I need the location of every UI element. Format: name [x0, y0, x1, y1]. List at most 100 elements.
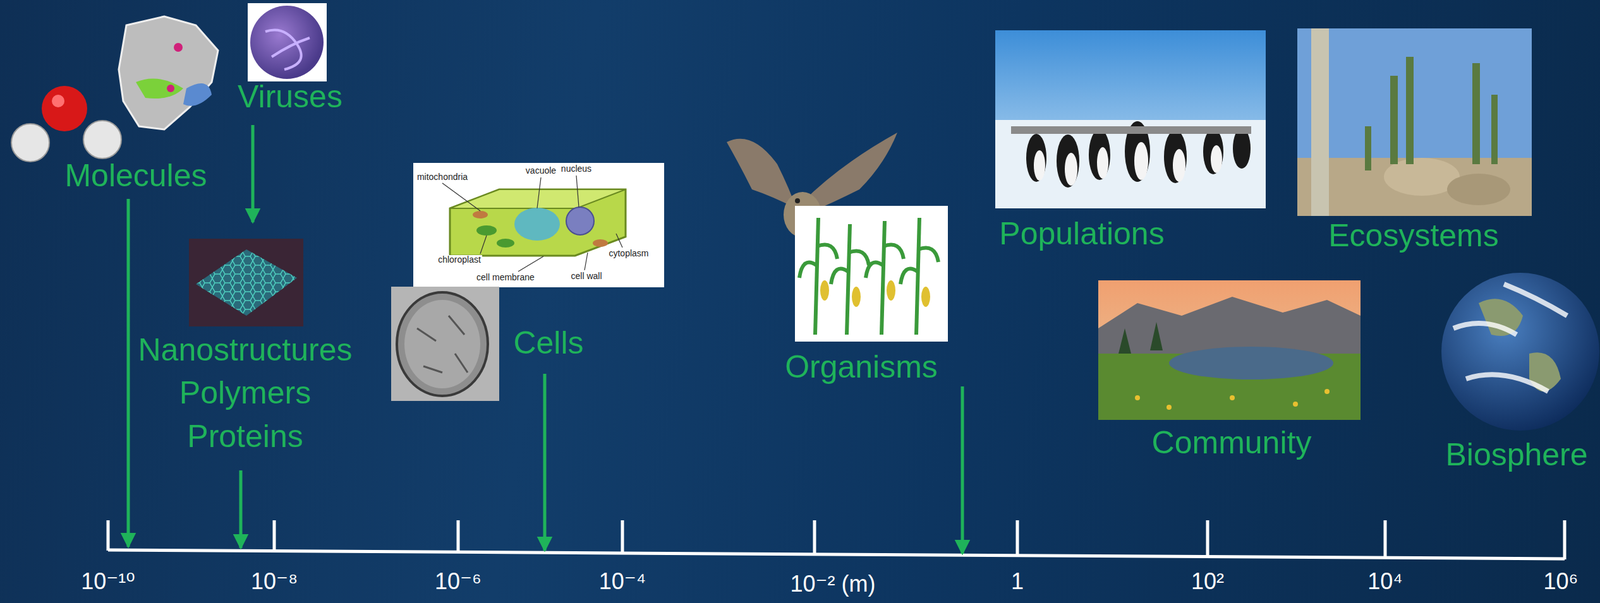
plant-cell-diagram-part — [592, 239, 608, 248]
scale-level: Populations — [999, 216, 1164, 252]
cell-micrograph — [391, 286, 500, 402]
nanostructure-image-part — [195, 249, 297, 316]
tick-label: 10⁻⁴ — [599, 569, 647, 595]
earth-image-part — [1441, 272, 1600, 431]
corn-image-part — [794, 206, 948, 342]
plant-cell-diagram-part — [472, 211, 488, 219]
corn-image-part-part — [886, 280, 896, 301]
lake-photo-part-part — [1134, 395, 1140, 401]
cell-micrograph-part — [396, 292, 488, 397]
corn-image-part-part — [799, 262, 817, 279]
lake-photo-part — [1134, 389, 1330, 411]
virus-image-part — [250, 5, 324, 79]
desert-photo-part-part — [1364, 126, 1372, 171]
corn-image-part-part — [846, 224, 850, 335]
corn-image-part-part — [865, 262, 883, 279]
plant-cell-diagram-part-part — [584, 252, 588, 271]
corn-image-part-part — [820, 280, 830, 301]
desert-photo-part-part — [1406, 56, 1414, 165]
scale-level: Community — [1151, 425, 1312, 461]
penguin-photo-part-part — [1026, 133, 1047, 182]
desert-photo-part — [1297, 157, 1532, 217]
tick-label: 1 — [1011, 569, 1024, 595]
plant-cell-diagram-part-part — [616, 233, 623, 248]
corn-image-part-part — [883, 245, 904, 260]
protein-structure-part — [183, 83, 212, 107]
plant-cell-diagram-part-part — [442, 183, 481, 212]
plant-cell-diagram-part — [514, 207, 560, 241]
corn-image-part-part — [851, 286, 861, 308]
corn-image-part-part — [848, 251, 869, 267]
desert-photo-part-part — [1390, 75, 1398, 165]
penguin-photo-part — [995, 120, 1266, 209]
corn-image-part-part — [900, 269, 918, 285]
lake-photo-part-part — [1118, 328, 1132, 354]
penguin-photo-part-part — [1033, 150, 1046, 181]
penguin-photo-part — [1033, 142, 1223, 186]
nanostructure-image — [188, 238, 304, 327]
cell-part-label: cytoplasm — [607, 248, 650, 259]
penguin-photo-part-part — [1096, 147, 1109, 179]
scale-arrow-part — [127, 199, 131, 548]
scale-arrow — [128, 125, 963, 555]
scale-arrow-part — [239, 470, 243, 549]
corn-image-part-part — [918, 248, 939, 263]
penguin-photo-part-part — [1011, 126, 1252, 134]
cell-part-label: chloroplast — [436, 255, 483, 265]
water-molecule-part — [41, 85, 88, 132]
plant-cell-diagram — [413, 163, 665, 288]
lake-photo-part-part — [1150, 322, 1163, 351]
nanostructure-image-part — [195, 249, 297, 316]
scale-axis-part — [108, 520, 1565, 560]
earth-image — [1441, 272, 1600, 431]
scale-arrow-part — [251, 125, 255, 223]
scale-level: Ecosystems — [1328, 218, 1499, 254]
scale-level: Viruses — [237, 79, 343, 115]
scale-level: Polymers — [179, 375, 311, 411]
penguin-photo-part-part — [1064, 152, 1078, 186]
corn-image-part — [820, 280, 931, 308]
lake-photo-part — [1169, 346, 1334, 380]
penguin-photo-part-part — [1056, 134, 1080, 188]
desert-photo-part-part — [1472, 63, 1480, 165]
cell-part-label: vacuole — [524, 166, 558, 176]
cell-part-label: nucleus — [559, 164, 593, 174]
cell-micrograph-part — [391, 286, 500, 402]
cell-part-label: mitochondria — [415, 172, 469, 182]
protein-structure-part — [118, 16, 219, 130]
plant-cell-diagram-part-part — [518, 256, 544, 272]
tick-label: 10⁴ — [1367, 569, 1403, 595]
tick-label: 10⁶ — [1543, 569, 1579, 595]
penguin-photo-part — [1011, 126, 1252, 134]
corn-image-part-part — [921, 286, 931, 308]
plant-cell-diagram-part-part — [480, 235, 487, 255]
cell-part-label: cell membrane — [475, 272, 536, 283]
desert-photo-part — [1311, 28, 1329, 217]
desert-photo-part-part — [1491, 94, 1498, 165]
water-molecule — [11, 85, 122, 162]
bat-image-part — [794, 198, 800, 204]
water-molecule-part — [11, 123, 50, 162]
desert-photo-part — [1364, 56, 1498, 171]
scale-level: Cells — [513, 326, 584, 361]
bat-image-part — [726, 139, 797, 209]
earth-image-part — [1453, 284, 1568, 392]
tick-label: 10² — [1191, 569, 1225, 595]
nanostructure-image-part — [188, 238, 304, 327]
tick-label: 10⁻² (m) — [790, 571, 876, 598]
cell-part-label: cell wall — [569, 271, 603, 282]
desert-photo-part — [1297, 28, 1532, 217]
cell-micrograph-part — [417, 315, 468, 373]
tick-label: 10⁻⁸ — [250, 569, 298, 595]
plant-cell-diagram-part — [496, 238, 515, 248]
scale-level: Molecules — [64, 158, 207, 194]
scale-level: Organisms — [784, 350, 938, 385]
tick-label: 10⁻⁶ — [434, 569, 482, 595]
scale-level: Proteins — [187, 419, 303, 455]
virus-image-part — [247, 3, 327, 82]
scale-arrow-part — [961, 386, 965, 555]
cell-micrograph-part — [404, 300, 481, 389]
scale-axis — [108, 520, 1565, 560]
scale-level: Biosphere — [1445, 437, 1588, 473]
penguin-photo-part-part — [1134, 142, 1149, 181]
